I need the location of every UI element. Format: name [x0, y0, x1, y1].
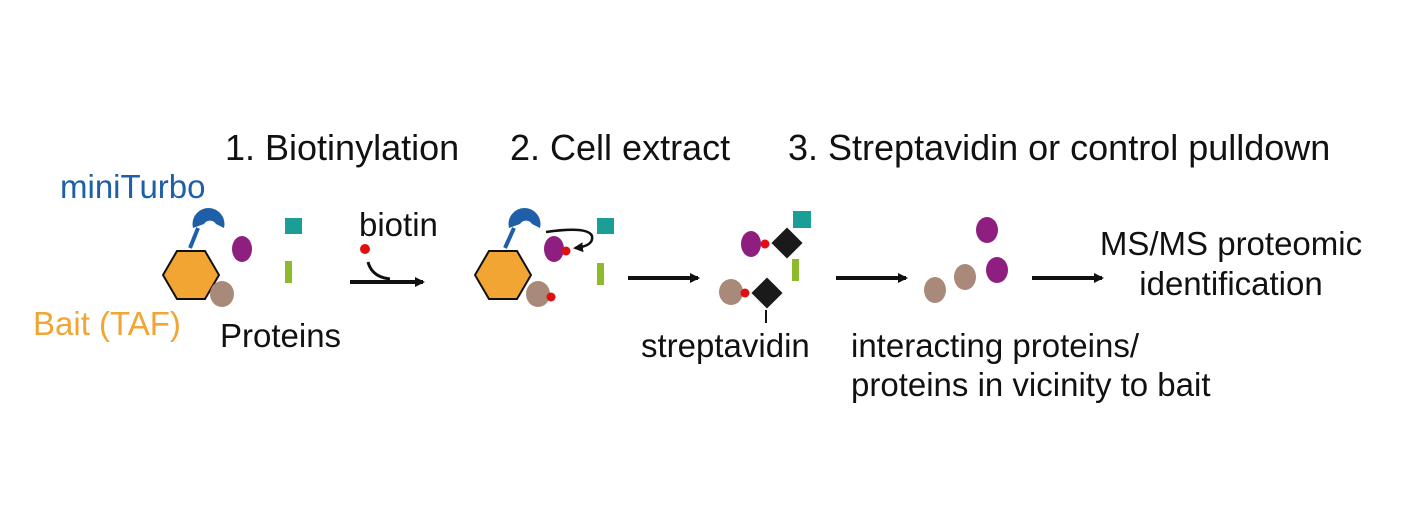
- proteins-label: Proteins: [220, 317, 341, 354]
- biotin-label: biotin: [359, 206, 438, 243]
- streptavidin-label: streptavidin: [641, 327, 810, 364]
- green-protein-2: [597, 263, 604, 285]
- ms-label-line1: MS/MS proteomic: [1100, 225, 1362, 262]
- biotin-on-purple-2: [561, 246, 571, 256]
- biotin-on-purple-3: [760, 239, 770, 249]
- bait-label: Bait (TAF): [33, 305, 181, 342]
- purple-protein-3: [741, 231, 761, 257]
- eluted-purple-protein-2: [986, 257, 1008, 283]
- bait-complex-1: [161, 208, 225, 300]
- interacting-label-line2: proteins in vicinity to bait: [851, 366, 1211, 403]
- eluted-brown-protein-1: [954, 264, 976, 290]
- biotin-on-brown-2: [546, 292, 556, 302]
- miniturbo-label: miniTurbo: [60, 168, 206, 205]
- ms-label-line2: identification: [1139, 265, 1322, 302]
- biotin-on-brown-3: [740, 288, 750, 298]
- step1-heading: 1. Biotinylation: [225, 127, 459, 168]
- linker-1: [188, 227, 200, 249]
- step3-heading: 3. Streptavidin or control pulldown: [788, 127, 1330, 168]
- bait-hexagon-2: [473, 250, 533, 300]
- bait-complex-2: [473, 208, 541, 300]
- biotin-transfer-arrow: [545, 228, 594, 253]
- miniturbo-enzyme-2: [508, 208, 541, 228]
- brown-protein-2: [526, 281, 550, 307]
- purple-protein-2: [544, 236, 564, 262]
- bait-hexagon-1: [161, 250, 221, 300]
- brown-protein-1: [210, 281, 234, 307]
- eluted-brown-protein-2: [924, 277, 946, 303]
- biotin-curve: [366, 261, 391, 281]
- green-protein-1: [285, 261, 292, 283]
- brown-protein-3: [719, 279, 743, 305]
- streptavidin-bead-2: [751, 277, 783, 309]
- teal-protein-2: [597, 218, 614, 234]
- teal-protein-1: [285, 218, 302, 234]
- biotin-dot: [360, 244, 370, 254]
- linker-2: [503, 227, 516, 249]
- green-protein-3: [792, 259, 799, 281]
- streptavidin-bead-1: [771, 227, 803, 259]
- purple-protein-1: [232, 236, 252, 262]
- teal-protein-3: [793, 211, 811, 228]
- eluted-purple-protein-1: [976, 217, 998, 243]
- miniturbo-enzyme-1: [192, 208, 225, 228]
- step2-heading: 2. Cell extract: [510, 127, 730, 168]
- interacting-label-line1: interacting proteins/: [851, 327, 1140, 364]
